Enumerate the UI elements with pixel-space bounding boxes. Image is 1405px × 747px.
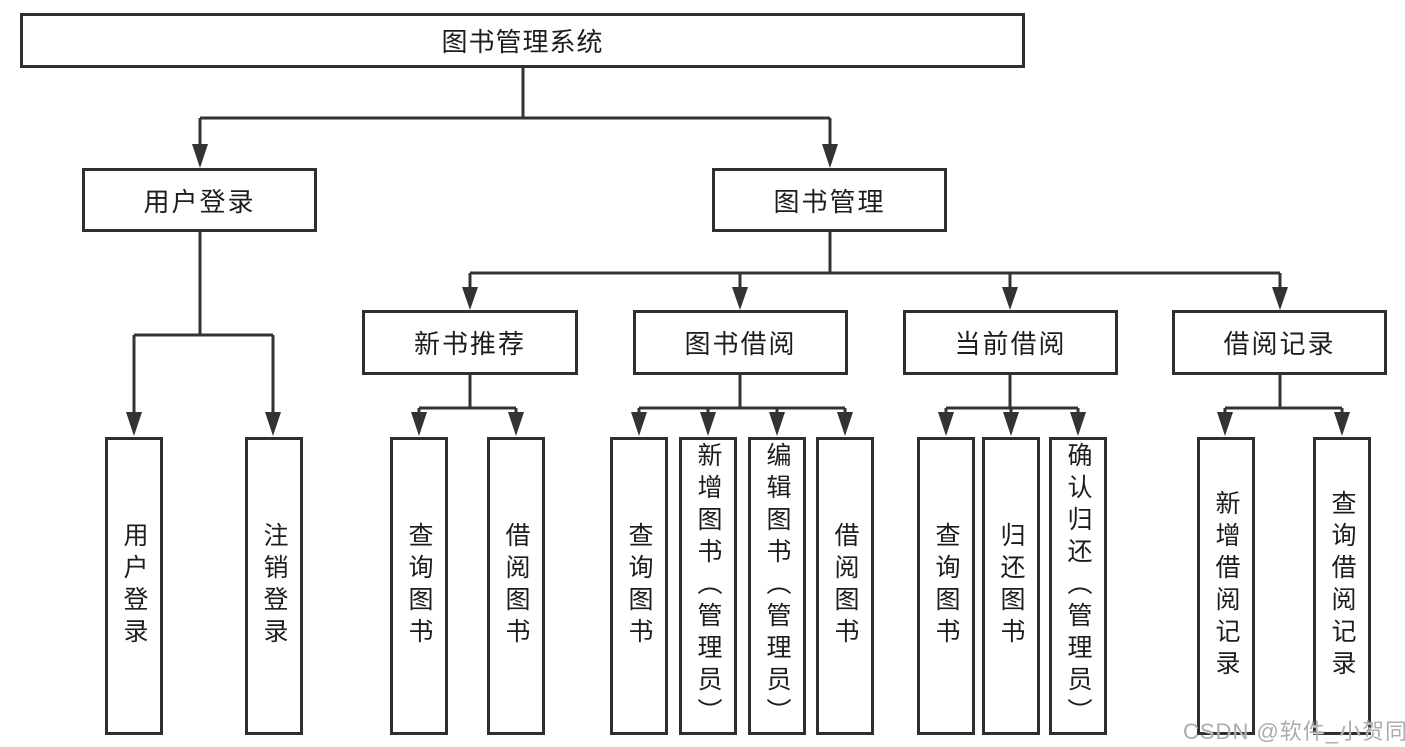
node-user-login: 用户登录 xyxy=(82,168,317,232)
leaf-query-borrow-record: 查询借阅记录 xyxy=(1313,437,1371,735)
connectors-current-borrow xyxy=(938,375,1086,436)
node-book-borrow: 图书借阅 xyxy=(633,310,848,375)
leaf-borrow-books-recommend: 借阅图书 xyxy=(487,437,545,735)
leaf-add-book-admin: 新增图书（管理员） xyxy=(679,437,737,735)
leaf-confirm-return-admin: 确认归还（管理员） xyxy=(1049,437,1107,735)
leaf-logout: 注销登录 xyxy=(245,437,303,735)
leaf-add-borrow-record: 新增借阅记录 xyxy=(1197,437,1255,735)
csdn-watermark: CSDN @软件_小贺同学 xyxy=(1183,719,1405,744)
connectors-new-book-recommend xyxy=(411,375,524,436)
leaf-edit-book-admin: 编辑图书（管理员） xyxy=(748,437,806,735)
node-current-borrow: 当前借阅 xyxy=(903,310,1118,375)
leaf-user-login: 用户登录 xyxy=(105,437,163,735)
node-root: 图书管理系统 xyxy=(20,13,1025,68)
leaf-query-books-recommend: 查询图书 xyxy=(390,437,448,735)
leaf-return-book: 归还图书 xyxy=(982,437,1040,735)
connectors-book-management xyxy=(462,232,1288,310)
connectors-book-borrow xyxy=(631,375,853,436)
leaf-query-books-current: 查询图书 xyxy=(917,437,975,735)
connectors-root xyxy=(192,68,838,168)
node-new-book-recommend: 新书推荐 xyxy=(362,310,578,375)
connectors-borrow-records xyxy=(1217,375,1350,436)
node-book-management: 图书管理 xyxy=(712,168,947,232)
node-borrow-records: 借阅记录 xyxy=(1172,310,1387,375)
leaf-borrow-books: 借阅图书 xyxy=(816,437,874,735)
connectors-user-login xyxy=(126,232,281,436)
leaf-query-books-borrow: 查询图书 xyxy=(610,437,668,735)
